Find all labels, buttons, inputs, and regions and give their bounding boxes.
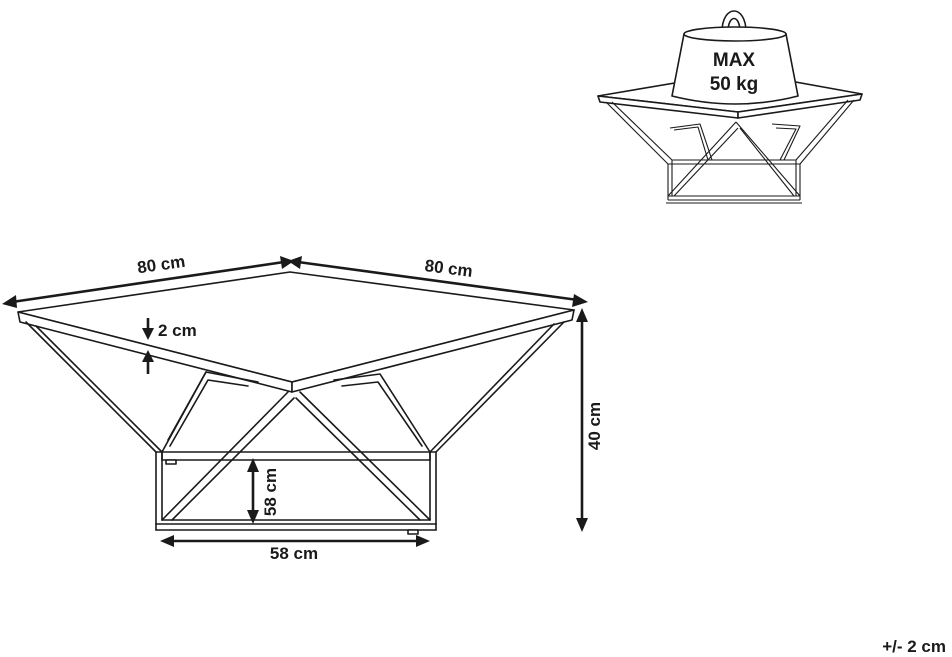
total-height-label: 40 cm xyxy=(585,402,604,450)
load-illustration: MAX 50 kg xyxy=(597,10,863,204)
base-height-label: 58 cm xyxy=(261,468,280,516)
top-thickness-label: 2 cm xyxy=(158,321,197,340)
tolerance-label: +/- 2 cm xyxy=(882,637,946,656)
weight-icon xyxy=(671,10,799,105)
base-width-label: 58 cm xyxy=(270,544,318,563)
max-label: MAX xyxy=(713,50,756,71)
coffee-table-icon xyxy=(17,271,575,535)
max-weight-label: 50 kg xyxy=(710,74,759,95)
width-left-label: 80 cm xyxy=(136,252,186,278)
dimension-lines xyxy=(2,256,588,547)
width-right-label: 80 cm xyxy=(424,256,474,281)
